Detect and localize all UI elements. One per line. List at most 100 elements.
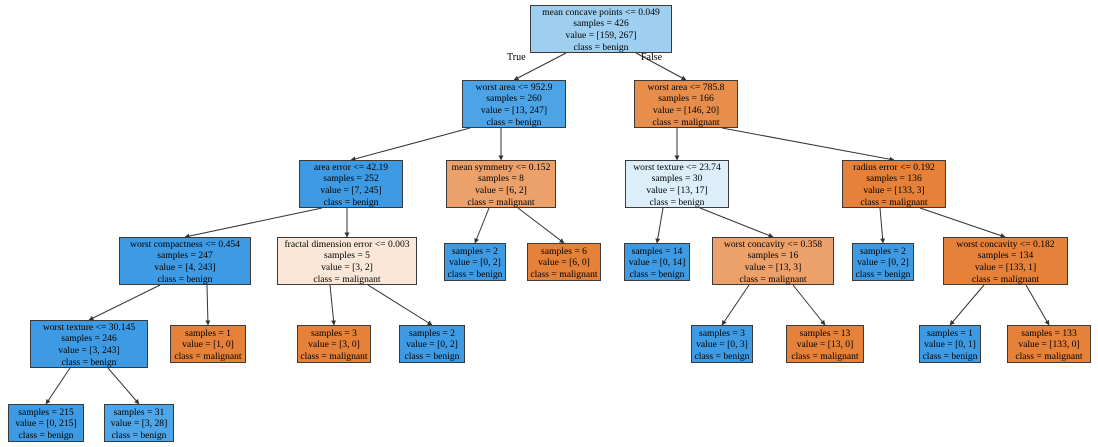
tree-node-line: class = benign: [629, 268, 685, 280]
tree-node-line: class = benign: [447, 268, 503, 280]
tree-node-line: mean symmetry <= 0.152: [451, 161, 551, 173]
tree-edge-n3-n7: [184, 207, 323, 239]
tree-node-line: class = malignant: [530, 268, 598, 280]
tree-node-line: area error <= 42.19: [313, 161, 389, 173]
tree-node-line: value = [0, 2]: [449, 257, 501, 269]
tree-edge-n2-n6: [721, 127, 895, 162]
tree-node-line: class = malignant: [791, 350, 859, 362]
tree-node-line: samples = 134: [977, 250, 1034, 262]
tree-node-line: value = [146, 20]: [652, 105, 720, 116]
tree-node-line: value = [13, 247]: [480, 105, 548, 116]
tree-node-line: worst texture <= 23.74: [633, 161, 721, 173]
tree-edge-n15-n24: [107, 367, 140, 405]
tree-node-line: samples = 3: [699, 327, 745, 339]
tree-node-line: samples = 16: [747, 250, 799, 262]
tree-node-line: class = benign: [649, 196, 705, 208]
tree-node-line: fractal dimension error <= 0.003: [284, 238, 410, 250]
tree-edge-n8-n18: [367, 284, 433, 326]
tree-node-line: value = [3, 243]: [58, 345, 120, 356]
tree-edge-n6-n14: [919, 207, 1006, 238]
tree-node-line: samples = 252: [323, 173, 379, 185]
tree-node-line: value = [3, 28]: [110, 418, 168, 430]
tree-node-line: class = malignant: [467, 196, 535, 208]
tree-node-line: class = malignant: [652, 116, 720, 128]
tree-node-line: worst texture <= 30.145: [42, 321, 136, 333]
tree-node-line: samples = 215: [18, 406, 74, 418]
tree-node-line: samples = 6: [541, 245, 587, 257]
tree-node-line: class = benign: [61, 356, 117, 368]
tree-node-line: worst concavity <= 0.182: [956, 238, 1055, 250]
tree-node-line: samples = 31: [113, 406, 165, 418]
tree-edge-n8-n17: [329, 284, 337, 326]
tree-node-line: class = benign: [486, 116, 542, 128]
tree-node-line: samples = 2: [452, 245, 498, 257]
tree-node-line: samples = 3: [311, 327, 357, 339]
tree-edge-n14-n21: [949, 284, 985, 326]
tree-node-line: class = benign: [111, 429, 167, 441]
tree-edge-n12-n20: [792, 284, 826, 326]
tree-node-line: samples = 260: [486, 93, 542, 105]
tree-node-line: class = benign: [855, 268, 911, 280]
tree-node-line: samples = 2: [409, 327, 455, 339]
tree-node-line: class = benign: [157, 273, 213, 285]
tree-node-line: value = [0, 14]: [628, 257, 686, 269]
tree-node-line: value = [3, 0]: [308, 339, 360, 351]
tree-edge-n7-n15: [88, 284, 161, 321]
tree-node-line: class = benign: [922, 350, 978, 362]
tree-node-line: value = [3, 2]: [321, 262, 373, 273]
tree-node-line: value = [133, 1]: [974, 262, 1037, 273]
tree-edge-n6-n13: [879, 207, 886, 244]
tree-node-line: value = [159, 267]: [565, 30, 637, 41]
tree-node-line: samples = 5: [324, 250, 370, 262]
tree-node-line: samples = 426: [573, 18, 629, 30]
tree-node-line: value = [13, 17]: [646, 185, 708, 196]
tree-edge-n4-n9: [474, 207, 490, 244]
tree-node-line: value = [0, 2]: [857, 257, 909, 269]
tree-node-line: worst concavity <= 0.358: [723, 238, 823, 250]
tree-node-line: value = [0, 3]: [696, 339, 748, 351]
tree-edge-n14-n22: [1025, 284, 1050, 326]
tree-node-line: class = benign: [404, 350, 460, 362]
tree-node-line: worst compactness <= 0.454: [130, 238, 240, 250]
edge-label-false: False: [641, 52, 663, 63]
tree-node-line: worst area <= 952.9: [475, 81, 553, 93]
tree-node-line: class = benign: [573, 41, 629, 53]
tree-node-line: value = [133, 3]: [863, 185, 925, 196]
tree-node-line: samples = 133: [1021, 327, 1077, 339]
tree-node-line: value = [13, 0]: [796, 339, 854, 351]
tree-node-line: samples = 246: [61, 333, 117, 345]
tree-edge-n5-n11: [655, 207, 664, 244]
tree-node-line: samples = 13: [799, 327, 851, 339]
tree-node-line: mean concave points <= 0.049: [542, 6, 660, 18]
tree-edge-n4-n10: [517, 207, 565, 244]
tree-node-line: samples = 1: [185, 327, 231, 339]
tree-node-line: value = [4, 243]: [154, 262, 216, 273]
tree-node-line: class = malignant: [1015, 350, 1083, 362]
